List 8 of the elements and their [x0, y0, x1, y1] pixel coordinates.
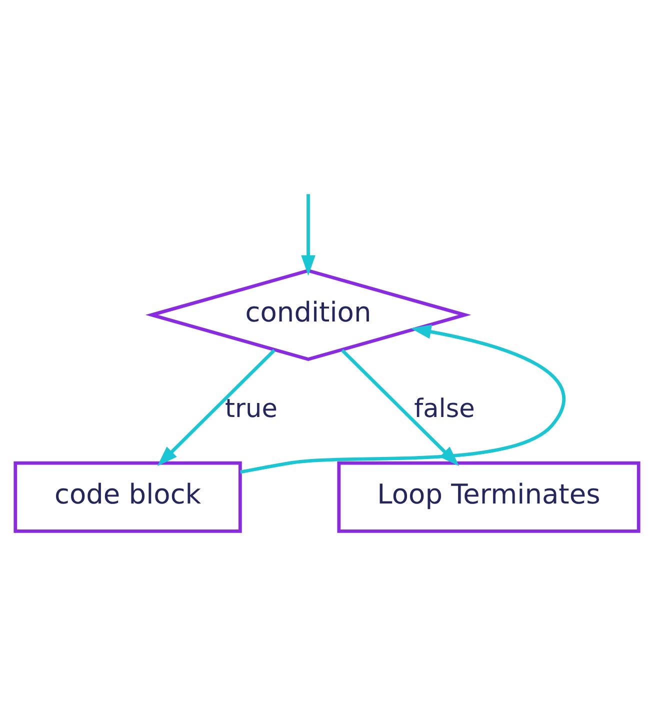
edge-label: true — [225, 394, 278, 424]
arrow — [240, 324, 566, 474]
node-box: Loop Terminates — [337, 461, 640, 533]
arrow — [157, 349, 276, 466]
node-box: code block — [14, 461, 242, 533]
node-diamond: condition — [145, 268, 472, 361]
arrow — [301, 194, 316, 276]
edge-label: false — [414, 394, 475, 424]
